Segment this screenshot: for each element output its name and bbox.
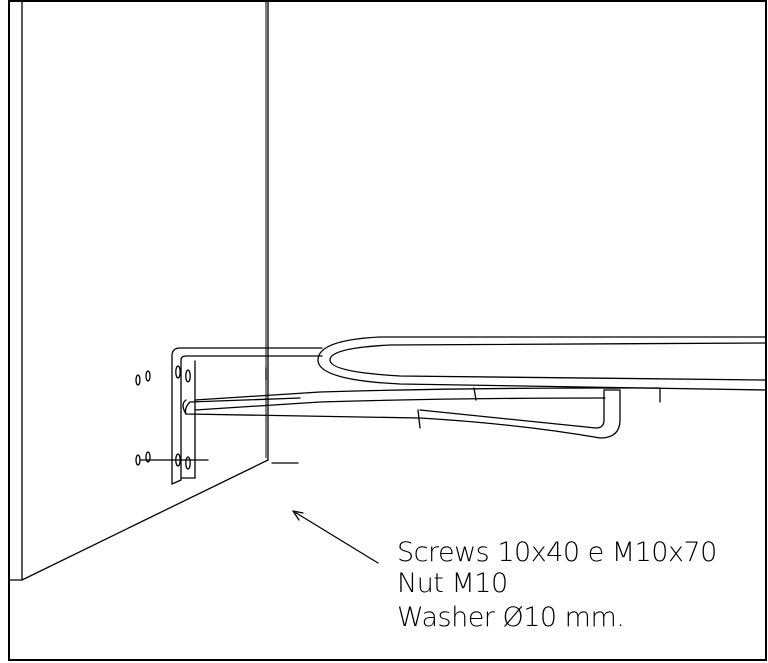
round-top	[317, 336, 767, 391]
drawing-frame	[8, 0, 767, 661]
support-tubes	[182, 387, 661, 439]
callout-nut: Nut M10	[397, 568, 508, 599]
wall-panel	[8, 0, 269, 581]
callout-screws: Screws 10x40 e M10x70	[397, 537, 717, 568]
callout-washer: Washer Ø10 mm.	[397, 602, 624, 633]
wall-screw-holes	[135, 370, 209, 466]
callout-leader-arrow	[292, 510, 379, 564]
